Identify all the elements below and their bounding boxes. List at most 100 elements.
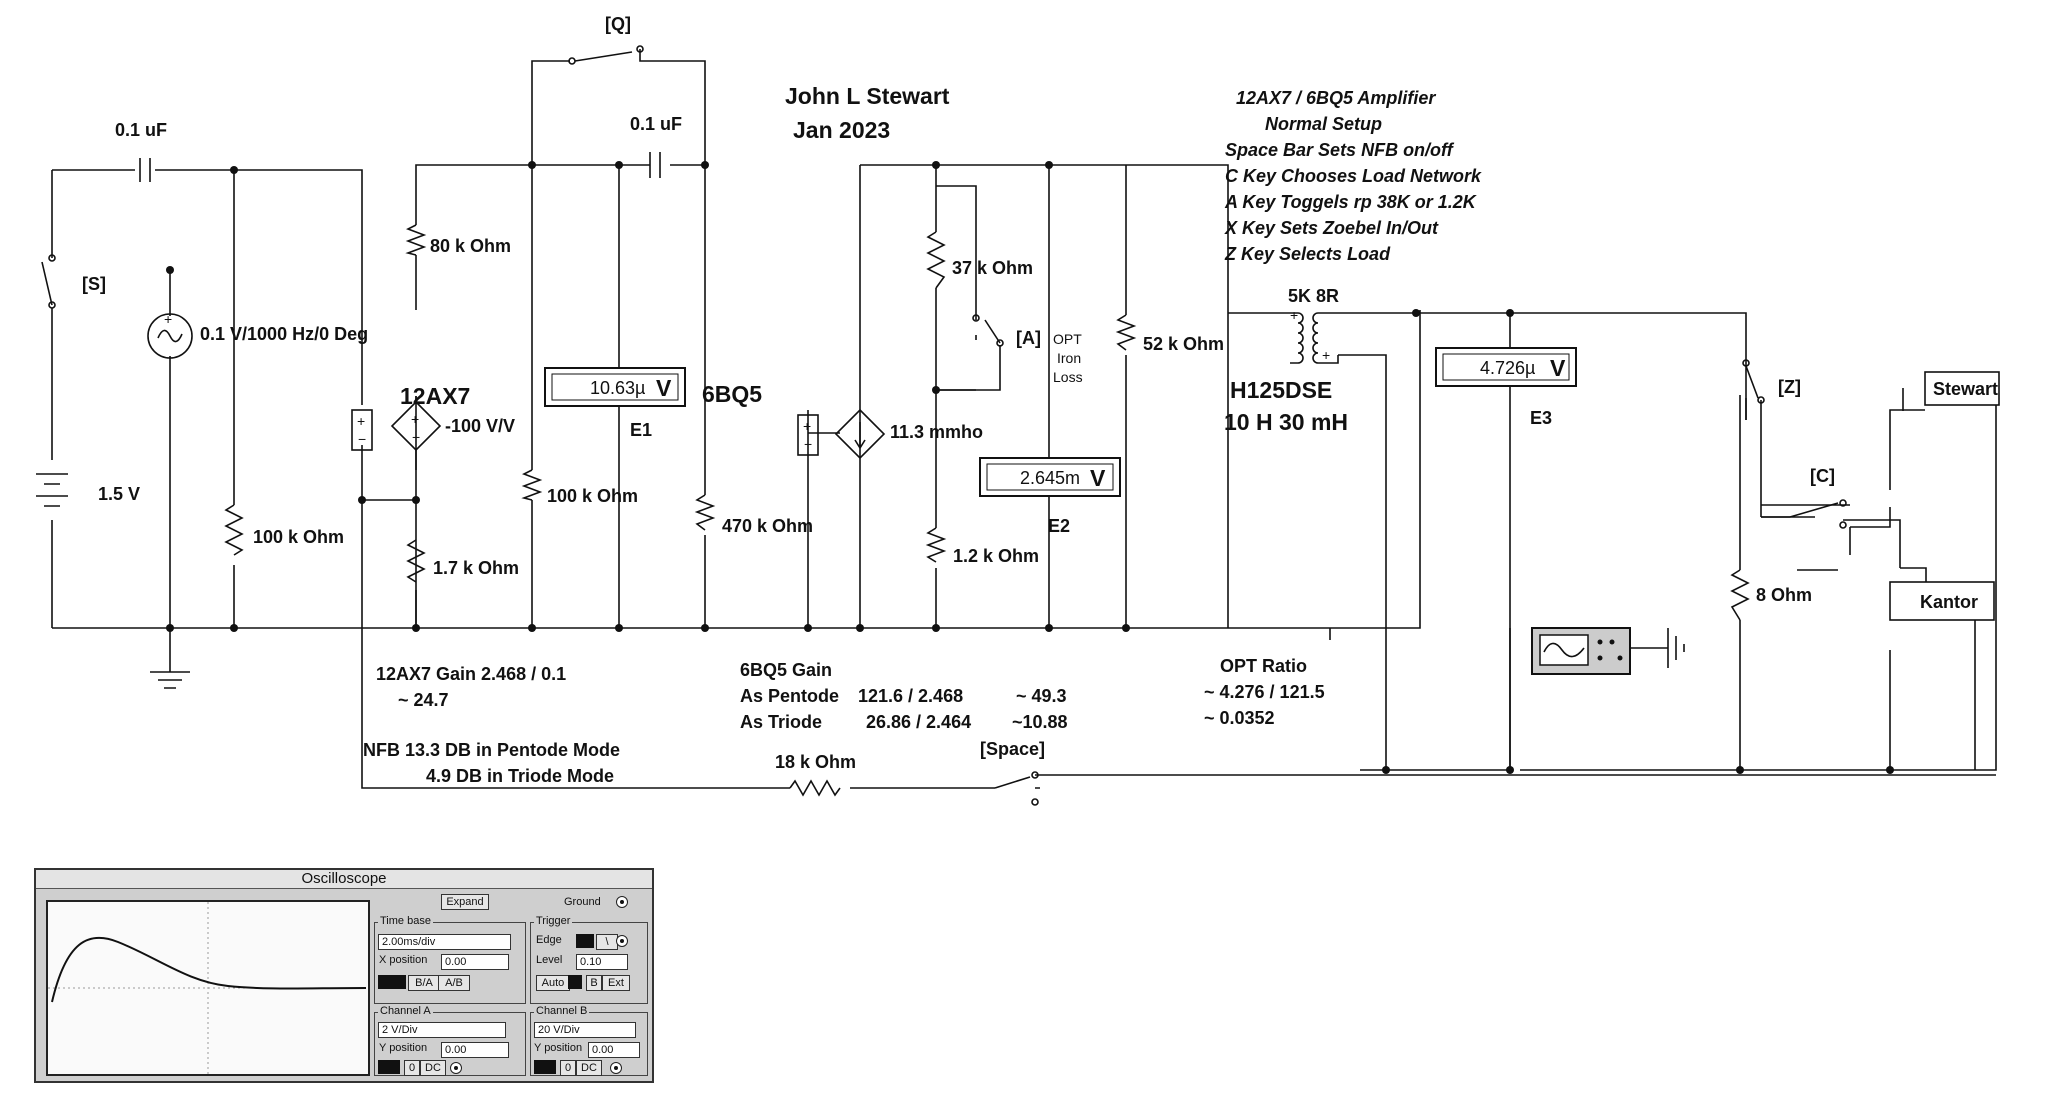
r-1k7-label: 1.7 k Ohm (433, 558, 519, 578)
switch-s[interactable] (41, 254, 56, 309)
svg-text:−: − (804, 436, 812, 452)
channel-b-zero-button[interactable]: 0 (560, 1060, 576, 1076)
svg-text:+: + (1290, 307, 1298, 323)
notes-line-1: Normal Setup (1265, 114, 1382, 134)
voltmeter-e2-unit: V (1090, 465, 1106, 491)
channel-a-ypos-field[interactable]: 0.00 (441, 1042, 509, 1058)
trigger-terminal[interactable] (616, 935, 628, 947)
gain2-triode-value: 26.86 / 2.464 (866, 712, 971, 732)
channel-a-group (374, 1012, 526, 1076)
dependent-voltage-source: +− +− (351, 396, 442, 470)
ba-button[interactable]: B/A (408, 975, 440, 991)
switch-space-label: [Space] (980, 739, 1045, 759)
switch-space[interactable] (994, 771, 1039, 806)
svg-text:+: + (1322, 347, 1330, 363)
channel-a-terminal[interactable] (450, 1062, 462, 1074)
date: Jan 2023 (793, 117, 890, 143)
resistor-8 (1730, 569, 1750, 621)
edge-falling-button[interactable] (576, 934, 594, 948)
battery-label: 1.5 V (98, 484, 140, 504)
r-1k2-label: 1.2 k Ohm (953, 546, 1039, 566)
switch-c[interactable] (1761, 499, 1847, 529)
channel-b-scale-field[interactable]: 20 V/Div (534, 1022, 636, 1038)
xfmr-ratio-label: 5K 8R (1288, 286, 1339, 306)
gain2-pentode-label: As Pentode (740, 686, 839, 706)
resistor-52k (1115, 314, 1137, 351)
resistor-100k (521, 469, 543, 501)
author-name: John L Stewart (785, 83, 950, 109)
r-470k-label: 470 k Ohm (722, 516, 813, 536)
resistor-1k2 (925, 527, 947, 563)
level-field[interactable]: 0.10 (576, 954, 628, 970)
opt-loss-line-2: Iron (1057, 350, 1081, 366)
ground-terminal[interactable] (616, 896, 628, 908)
voltmeter-e3: 4.726µ V (1435, 347, 1577, 387)
channel-b-terminal[interactable] (610, 1062, 622, 1074)
gain2-triode-result: ~10.88 (1012, 712, 1068, 732)
r-100k-label: 100 k Ohm (547, 486, 638, 506)
channel-b-dc-button[interactable]: DC (576, 1060, 602, 1076)
switch-z[interactable] (1742, 359, 1765, 404)
opt-loss-line-1: OPT (1053, 331, 1082, 347)
voltmeter-e3-unit: V (1550, 355, 1566, 381)
resistor-470k (694, 494, 716, 531)
channel-a-ypos-label: Y position (379, 1042, 428, 1054)
trigger-a-button[interactable] (568, 975, 582, 989)
timebase-field[interactable]: 2.00ms/div (378, 934, 511, 950)
svg-text:−: − (358, 431, 366, 447)
r-fb-label: 18 k Ohm (775, 752, 856, 772)
gain1-label: -100 V/V (445, 416, 515, 436)
trigger-b-button[interactable]: B (586, 975, 602, 991)
load-box-stewart (1924, 371, 2000, 406)
resistor-37k (926, 231, 946, 289)
notes-line-3: C Key Chooses Load Network (1225, 166, 1482, 186)
opt-ratio-line-1: ~ 4.276 / 121.5 (1204, 682, 1325, 702)
voltmeter-e1: 10.63µ V (544, 367, 686, 407)
channel-a-ac-button[interactable] (378, 1060, 400, 1074)
gain2-triode-label: As Triode (740, 712, 822, 732)
timebase-y-t-button[interactable] (378, 975, 406, 989)
e3-label: E3 (1530, 408, 1552, 428)
gain2-pentode-value: 121.6 / 2.468 (858, 686, 963, 706)
channel-b-ac-button[interactable] (534, 1060, 556, 1074)
switch-q[interactable] (568, 45, 644, 65)
gain1-calc-line-1: 12AX7 Gain 2.468 / 0.1 (376, 664, 566, 684)
oscilloscope-title: Oscilloscope (36, 870, 652, 889)
gain2-heading: 6BQ5 Gain (740, 660, 832, 680)
switch-a[interactable] (972, 314, 1004, 347)
channel-a-dc-button[interactable]: DC (420, 1060, 446, 1076)
svg-text:+: + (357, 413, 365, 429)
wires (51, 49, 1997, 789)
resistor-1k7 (406, 539, 426, 628)
resistor-18k (789, 779, 841, 797)
resistor-80k (405, 224, 427, 256)
edge-label: Edge (536, 934, 562, 946)
tube2-label: 6BQ5 (702, 381, 762, 407)
channel-b-ypos-field[interactable]: 0.00 (588, 1042, 640, 1058)
svg-text:+: + (803, 418, 811, 434)
edge-rising-button[interactable]: \ (596, 934, 618, 950)
opt-ratio-line-2: ~ 0.0352 (1204, 708, 1275, 728)
switch-q-label: [Q] (605, 14, 631, 34)
r-37k-label: 37 k Ohm (952, 258, 1033, 278)
r-in-label: 100 k Ohm (253, 527, 344, 547)
channel-b-label: Channel B (534, 1005, 590, 1017)
voltmeter-e1-unit: V (656, 375, 672, 401)
oscilloscope-trace (48, 902, 368, 1074)
oscilloscope-icon[interactable] (1531, 627, 1631, 675)
auto-button[interactable]: Auto (536, 975, 570, 991)
svg-text:+: + (164, 311, 172, 327)
x-position-field[interactable]: 0.00 (441, 954, 509, 970)
r-8-label: 8 Ohm (1756, 585, 1812, 605)
tube1-label: 12AX7 (400, 383, 470, 409)
ab-button[interactable]: A/B (438, 975, 470, 991)
channel-a-scale-field[interactable]: 2 V/Div (378, 1022, 506, 1038)
ground-symbol (150, 628, 190, 689)
ext-button[interactable]: Ext (602, 975, 630, 991)
battery-1v5 (36, 473, 68, 507)
voltmeter-e2-value: 2.645m (1020, 468, 1080, 488)
expand-button[interactable]: Expand (441, 894, 489, 910)
channel-a-zero-button[interactable]: 0 (404, 1060, 420, 1076)
c1-label: 0.1 uF (115, 120, 167, 140)
